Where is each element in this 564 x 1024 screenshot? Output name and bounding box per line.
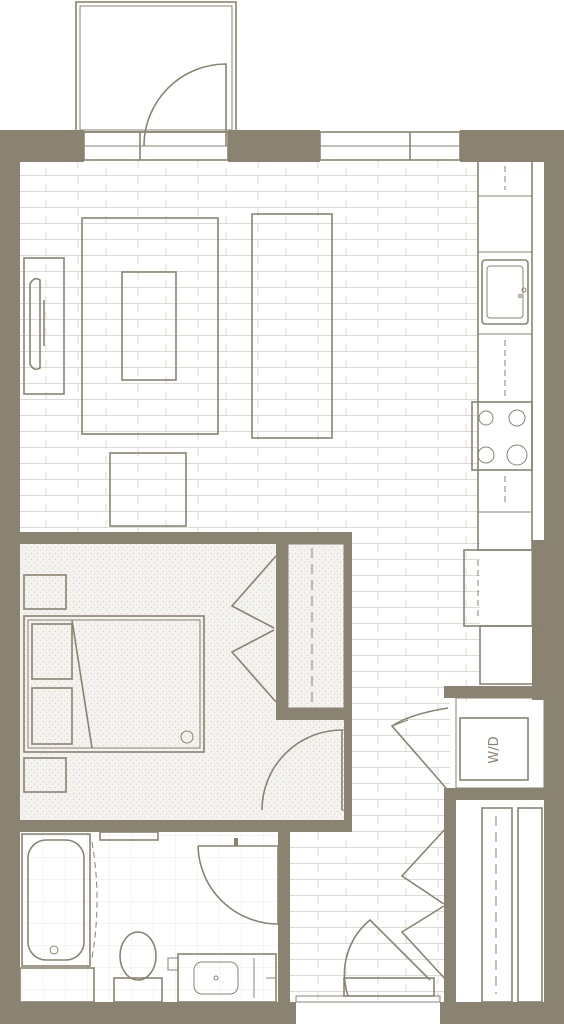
entry-door-panel: [343, 977, 435, 997]
kitchen-sink: [481, 259, 529, 325]
bedroom-door-jamb: [341, 729, 351, 811]
bedroom-walls: [20, 532, 352, 832]
laundry-door-swing: [391, 719, 409, 727]
kitchen-floor: [350, 532, 480, 702]
toilet: [113, 931, 163, 1003]
entry-door-swing: [343, 918, 431, 997]
washer-dryer-label: W/D: [487, 736, 502, 763]
bedroom-door-swing: [261, 729, 343, 811]
vanity: [167, 953, 277, 1003]
tv-console: [23, 257, 65, 395]
stove: [471, 401, 533, 471]
bed: [23, 615, 205, 753]
exterior-walls: [0, 130, 564, 1024]
bathtub: [21, 833, 98, 967]
coffee-table: [121, 271, 177, 381]
hall-closet: [400, 807, 543, 1003]
ottoman: [109, 452, 187, 527]
bathroom-floor: [20, 832, 288, 1000]
bedroom-closet: [230, 543, 345, 709]
balcony-door-swing: [143, 63, 227, 147]
towel-bar: [99, 831, 159, 841]
balcony-door-frame: [83, 131, 229, 161]
laundry-walls: [444, 540, 544, 1022]
nightstand: [23, 574, 67, 610]
pantry-cabinet: [479, 625, 535, 685]
closet-floor: [286, 544, 344, 710]
nightstand: [23, 757, 67, 793]
window-top: [319, 131, 461, 161]
bathroom-door-jamb: [234, 838, 238, 846]
bathroom-door-swing: [197, 845, 279, 925]
laundry-closet: W/D: [455, 697, 545, 789]
living-floor: [20, 160, 478, 532]
sofa: [251, 213, 333, 439]
kitchen-counter: [477, 159, 533, 551]
balcony: [75, 1, 237, 133]
area-rug: [81, 217, 219, 435]
linen-shelf: [19, 967, 95, 1003]
bathroom-walls: [278, 832, 290, 1022]
